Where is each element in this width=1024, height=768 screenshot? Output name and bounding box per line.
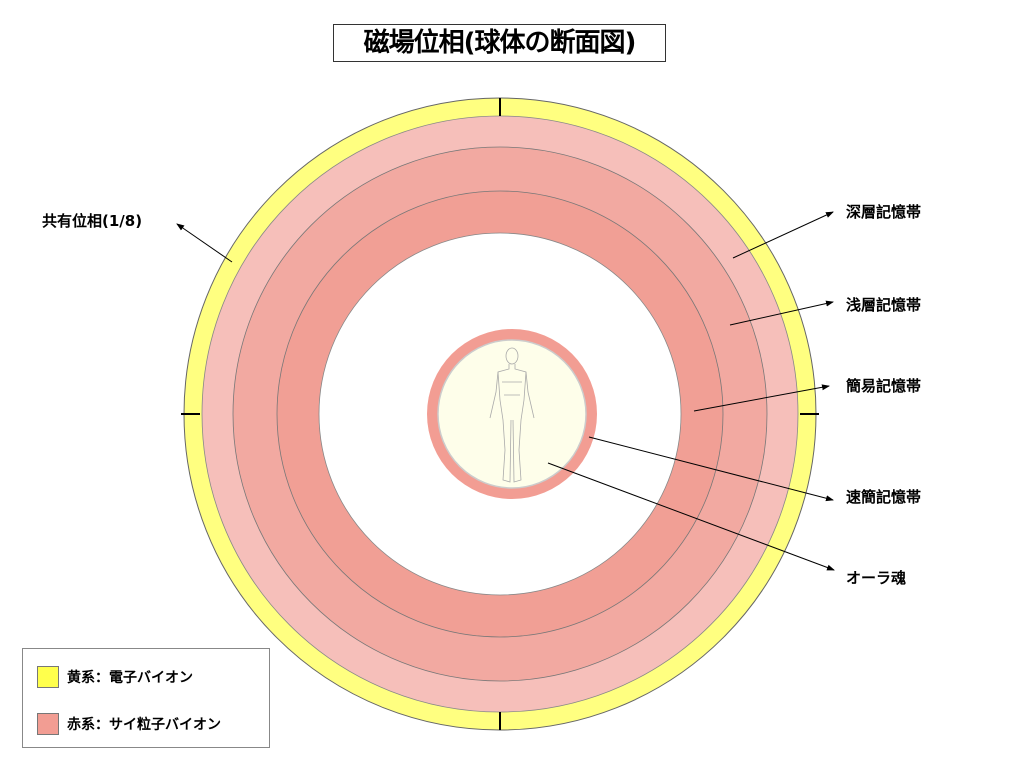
legend-swatch-red [37, 713, 59, 735]
aura-core [437, 339, 587, 489]
legend-label: 黄系：電子バイオン [67, 670, 193, 686]
shared-phase-arrow [176, 223, 233, 263]
simple-memory-label: 簡易記憶帯 [846, 377, 922, 395]
shallow-memory-arrow [729, 300, 834, 326]
legend: 黄系：電子バイオン 赤系：サイ粒子バイオン [22, 648, 270, 748]
fast-simple-memory-label: 速簡記憶帯 [846, 488, 922, 506]
human-figure-icon [489, 347, 535, 483]
legend-label: 赤系：サイ粒子バイオン [67, 717, 221, 733]
fast-simple-memory-arrow [588, 436, 834, 502]
legend-item-electron: 黄系：電子バイオン [37, 666, 193, 688]
deep-memory-label: 深層記憶帯 [846, 203, 922, 221]
page-title: 磁場位相(球体の断面図) [333, 24, 666, 62]
legend-item-psi: 赤系：サイ粒子バイオン [37, 713, 221, 735]
deep-memory-arrow [732, 211, 834, 259]
legend-swatch-yellow [37, 666, 59, 688]
shared-phase-label: 共有位相(1/8) [42, 212, 143, 230]
shallow-memory-label: 浅層記憶帯 [846, 296, 922, 314]
aura-soul-arrow [547, 462, 835, 571]
aura-soul-label: オーラ魂 [846, 569, 907, 587]
tick-marks [181, 98, 819, 730]
simple-memory-arrow [693, 384, 830, 412]
